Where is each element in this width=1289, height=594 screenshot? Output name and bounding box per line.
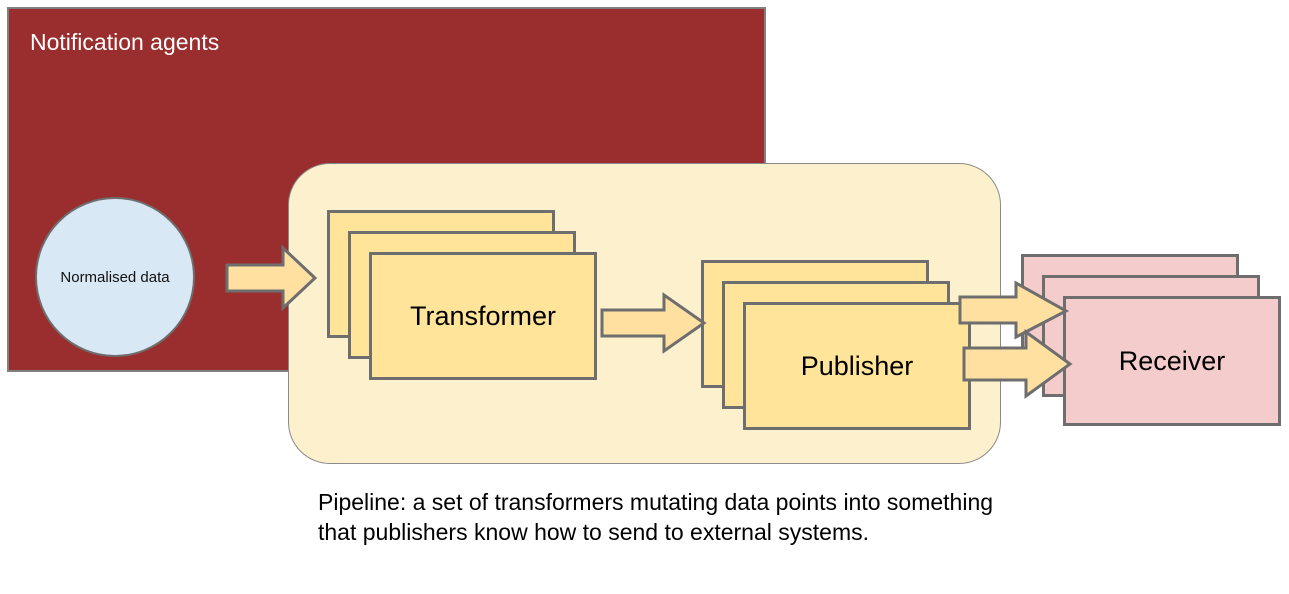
publisher-label: Publisher	[800, 350, 914, 381]
transformer-stack: Transformer	[327, 210, 597, 380]
normalised-data-node: Normalised data	[35, 197, 195, 357]
arrow-data-to-transformer-icon	[225, 244, 318, 312]
normalised-data-label: Normalised data	[60, 268, 170, 286]
receiver-stack: Receiver	[1021, 254, 1281, 432]
arrow-publisher-to-receiver-upper-icon	[958, 280, 1070, 340]
receiver-card-front: Receiver	[1063, 296, 1281, 426]
notification-agents-title: Notification agents	[30, 29, 220, 55]
pipeline-caption: Pipeline: a set of transformers mutating…	[318, 489, 994, 545]
transformer-label: Transformer	[409, 300, 557, 331]
transformer-card-front: Transformer	[369, 252, 597, 380]
arrow-publisher-to-receiver-lower-icon	[962, 329, 1073, 399]
publisher-stack: Publisher	[701, 260, 971, 430]
publisher-card-front: Publisher	[743, 302, 971, 430]
receiver-label: Receiver	[1118, 345, 1226, 376]
arrow-transformer-to-publisher-icon	[600, 292, 707, 354]
